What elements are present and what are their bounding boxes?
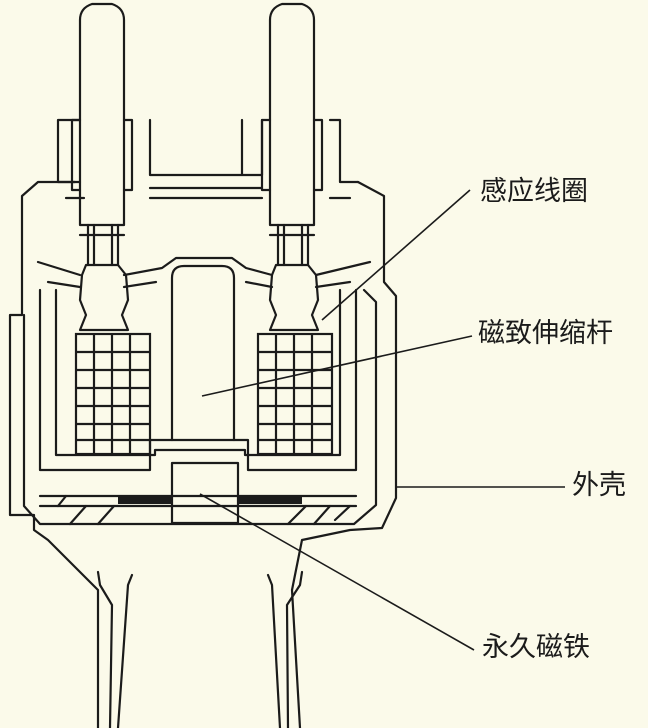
permanent-magnet	[170, 461, 240, 525]
right-pin-shoulder	[260, 118, 324, 192]
leader-induction-coil	[321, 189, 471, 321]
base-hatching	[56, 494, 352, 526]
inner-body-frame-inner	[54, 288, 342, 457]
housing-inner-outline	[22, 288, 378, 526]
inner-body-frame	[38, 288, 358, 472]
top-bridge	[64, 186, 352, 200]
label-magnetostrictive-rod: 磁致伸缩杆	[478, 318, 613, 349]
top-plate	[56, 118, 360, 184]
leader-permanent-magnet	[199, 493, 475, 651]
left-coil-connector	[78, 263, 130, 332]
left-pin	[78, 2, 126, 227]
neck-right	[285, 570, 304, 728]
right-pin	[268, 2, 316, 227]
left-pole-piece	[118, 496, 172, 504]
housing-outline	[8, 180, 398, 728]
label-permanent-magnet: 永久磁铁	[482, 632, 590, 663]
magnetostrictive-rod	[170, 264, 236, 442]
left-pin-lower	[78, 223, 126, 267]
base-plate	[38, 494, 358, 508]
label-induction-coil: 感应线圈	[480, 176, 588, 207]
right-coil-grid	[258, 334, 332, 454]
right-pin-lower	[268, 223, 316, 267]
right-pole-piece	[238, 496, 302, 504]
left-coil-grid	[76, 334, 150, 454]
neck-left	[96, 570, 114, 728]
right-coil-connector	[268, 263, 320, 332]
label-housing: 外壳	[572, 470, 626, 501]
left-pin-shoulder	[70, 118, 134, 192]
leader-magnetostrictive-rod	[201, 335, 473, 397]
cap-line	[36, 256, 372, 277]
cap-line-inner	[46, 280, 352, 289]
stem-left	[116, 573, 134, 728]
stem-right	[266, 573, 282, 728]
